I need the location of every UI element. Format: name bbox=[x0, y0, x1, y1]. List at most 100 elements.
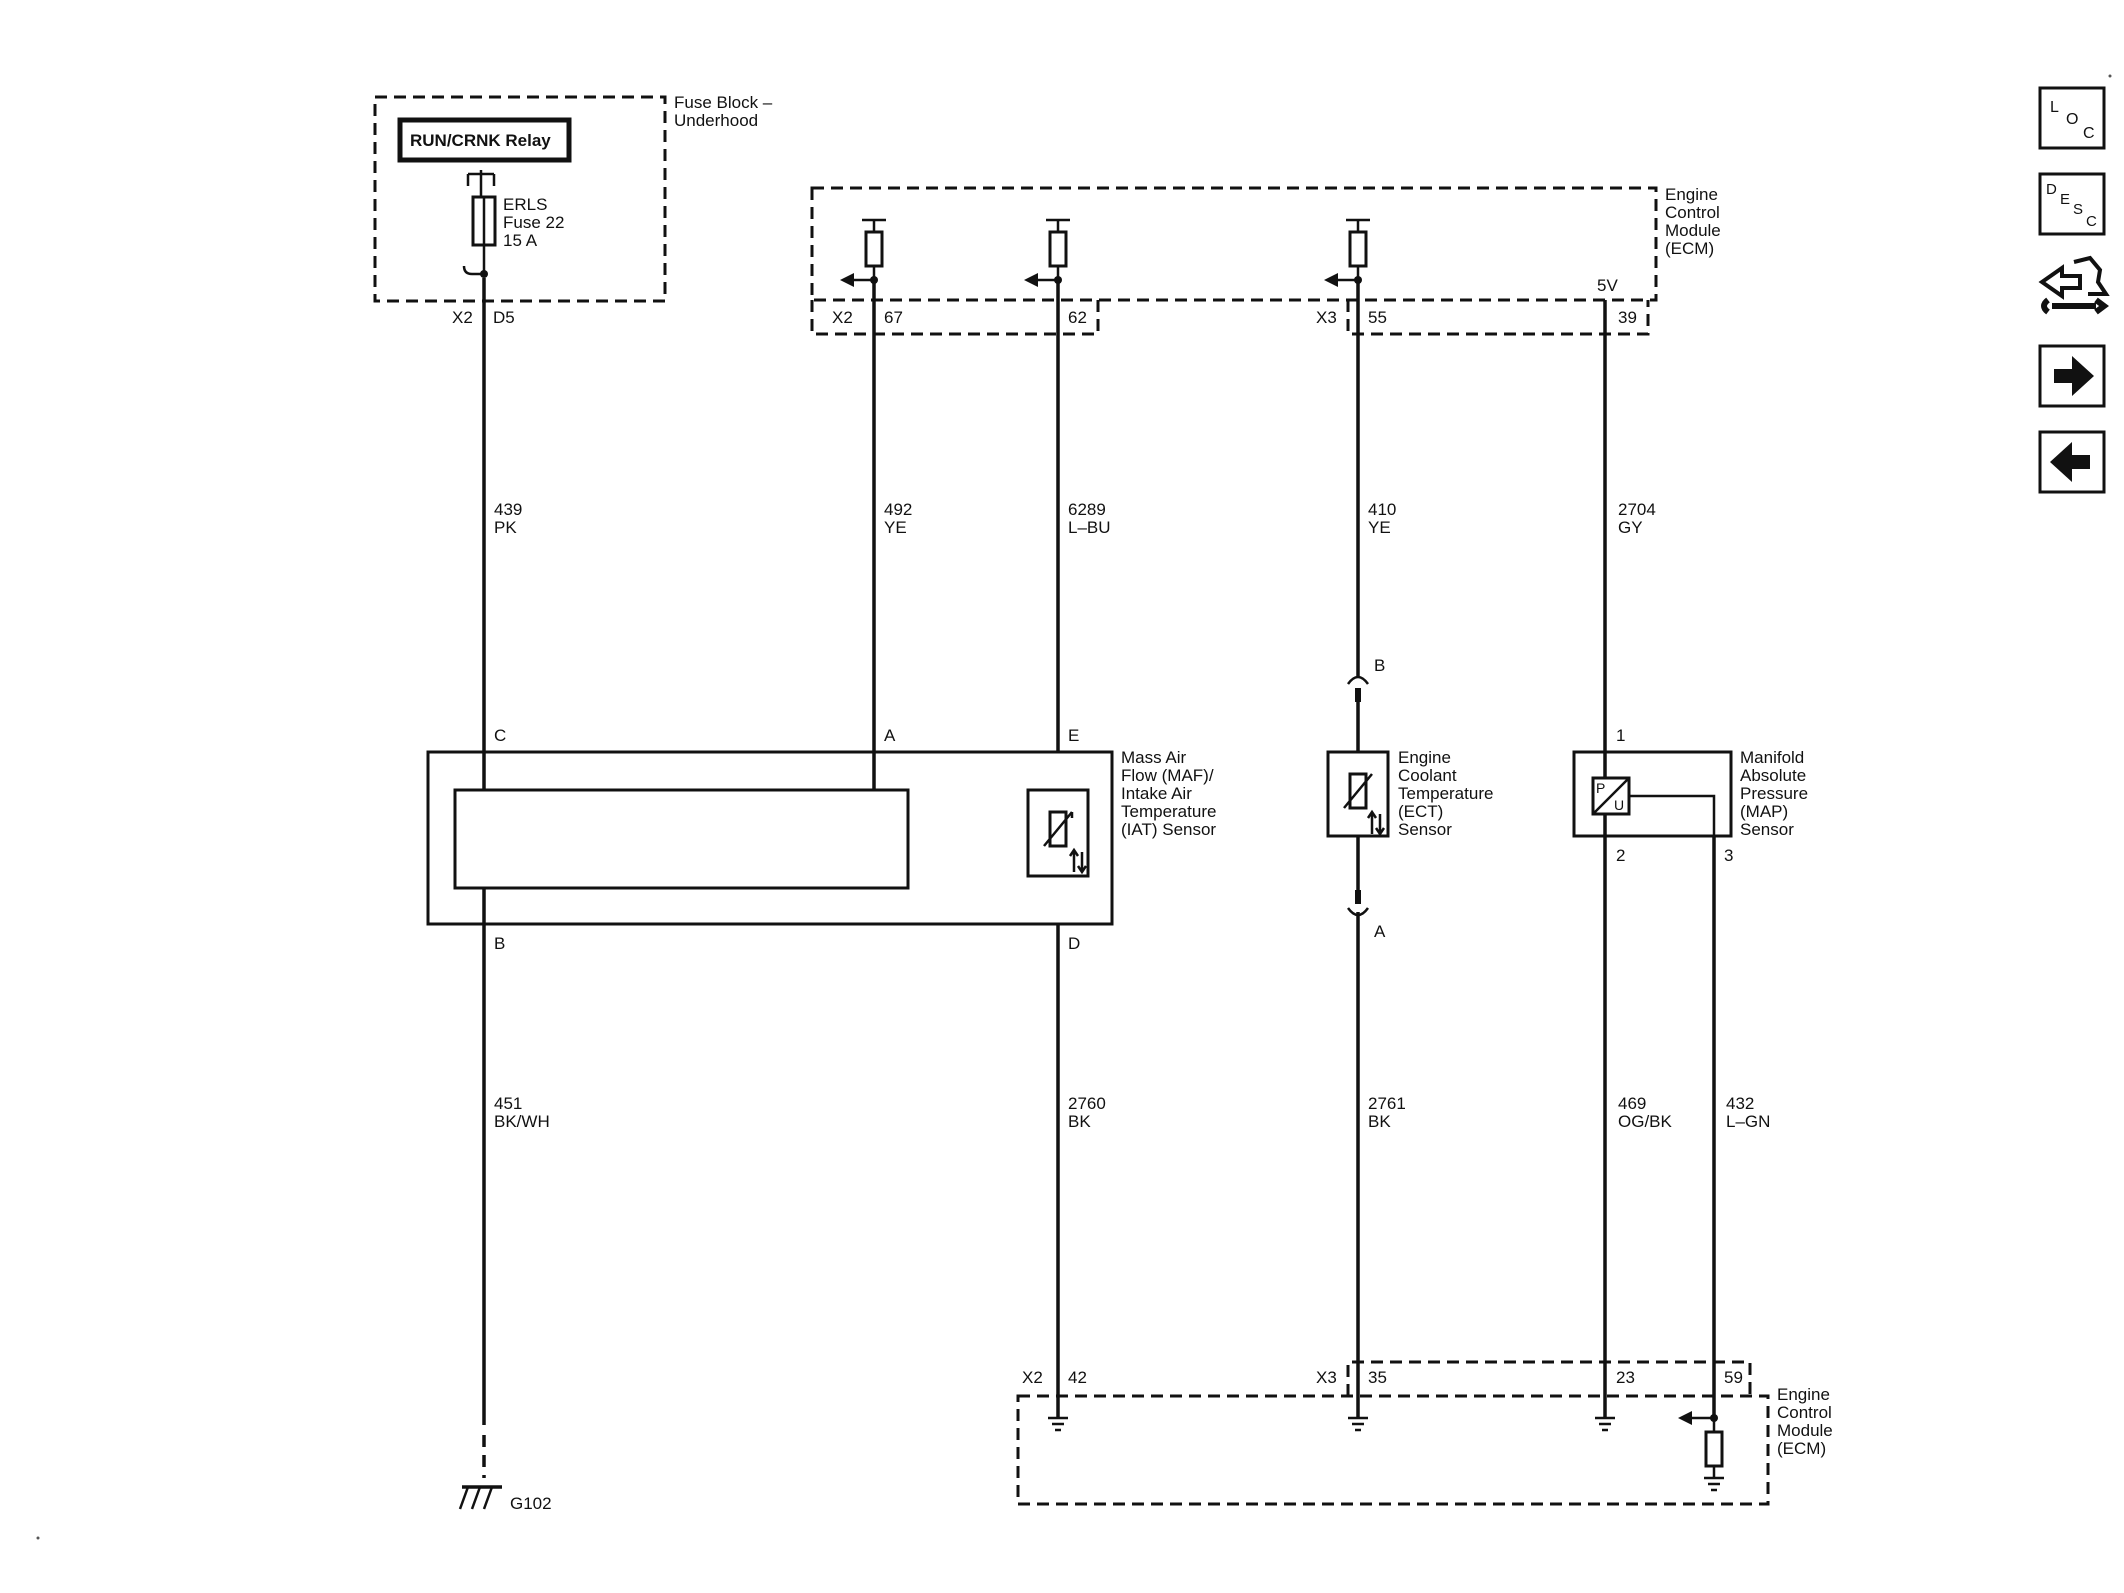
ecm-top-label-4: (ECM) bbox=[1665, 239, 1714, 258]
maf-pin-b: B bbox=[494, 934, 505, 953]
svg-text:C: C bbox=[2086, 213, 2097, 230]
fuse-block: Fuse Block – Underhood RUN/CRNK Relay ER… bbox=[373, 93, 773, 327]
ground-g102: G102 bbox=[458, 1485, 552, 1513]
arrow-left-icon bbox=[2050, 442, 2090, 482]
wire-439-circuit: 439 bbox=[494, 500, 522, 519]
maf-label-5: (IAT) Sensor bbox=[1121, 820, 1216, 839]
arrow-right-icon bbox=[2054, 356, 2094, 396]
connector-wrench-icon bbox=[2038, 255, 2110, 315]
wire-432-circuit: 432 bbox=[1726, 1094, 1754, 1113]
fuse-block-title-2: Underhood bbox=[674, 111, 758, 130]
ecm-pin-39: 39 bbox=[1618, 308, 1637, 327]
maf-label-2: Flow (MAF)/ bbox=[1121, 766, 1214, 785]
wire-432-color: L–GN bbox=[1726, 1112, 1770, 1131]
svg-text:L: L bbox=[2050, 99, 2059, 116]
ground-42-icon bbox=[1048, 1416, 1068, 1432]
relay-contact-icon bbox=[466, 170, 496, 196]
ect-pin-b: B bbox=[1374, 656, 1385, 675]
maf-pin-a: A bbox=[884, 726, 896, 745]
pullup-resistor-67 bbox=[840, 218, 886, 287]
next-button[interactable] bbox=[2038, 344, 2106, 408]
maf-pin-d: D bbox=[1068, 934, 1080, 953]
svg-text:C: C bbox=[2083, 125, 2095, 142]
ecm-top-label-3: Module bbox=[1665, 221, 1721, 240]
run-crnk-relay-label: RUN/CRNK Relay bbox=[410, 131, 551, 150]
desc-button[interactable]: D E S C bbox=[2038, 172, 2106, 236]
map-label-3: Pressure bbox=[1740, 784, 1808, 803]
map-label-2: Absolute bbox=[1740, 766, 1806, 785]
pullup-resistor-62 bbox=[1024, 218, 1070, 287]
wire-469-color: OG/BK bbox=[1618, 1112, 1673, 1131]
wires: 439 PK 492 YE 6289 L–BU 410 YE 2704 GY 4… bbox=[482, 278, 1770, 1478]
wire-2760-color: BK bbox=[1068, 1112, 1091, 1131]
loc-button[interactable]: L O C bbox=[2038, 86, 2106, 150]
ect-connector-a-icon bbox=[1346, 907, 1370, 917]
wire-410-circuit: 410 bbox=[1368, 500, 1396, 519]
wire-410-color: YE bbox=[1368, 518, 1391, 537]
wire-2760-circuit: 2760 bbox=[1068, 1094, 1106, 1113]
ecm-bottom-label-3: Module bbox=[1777, 1421, 1833, 1440]
svg-text:S: S bbox=[2073, 201, 2083, 218]
fuse-block-title: Fuse Block – bbox=[674, 93, 773, 112]
maf-pin-c: C bbox=[494, 726, 506, 745]
map-pin-2: 2 bbox=[1616, 846, 1625, 865]
map-pin-1: 1 bbox=[1616, 726, 1625, 745]
ecm-pin-23: 23 bbox=[1616, 1368, 1635, 1387]
maf-iat-sensor: C A E B D Mass Air Flow (MAF)/ Intake Ai… bbox=[426, 726, 1216, 953]
connector-hook-icon bbox=[462, 246, 486, 276]
wire-439-color: PK bbox=[494, 518, 517, 537]
ground-g102-label: G102 bbox=[510, 1494, 552, 1513]
wire-6289-circuit: 6289 bbox=[1068, 500, 1106, 519]
nav-buttons: L O C D E S C bbox=[2038, 86, 2110, 494]
wire-492-circuit: 492 bbox=[884, 500, 912, 519]
map-symbol-p: P bbox=[1596, 780, 1605, 796]
map-pin-3: 3 bbox=[1724, 846, 1733, 865]
ecm-top: Engine Control Module (ECM) 5V bbox=[810, 185, 1721, 336]
ecm-pin-55: 55 bbox=[1368, 308, 1387, 327]
ecm-5v-label: 5V bbox=[1597, 276, 1618, 295]
ecm-top-label-2: Control bbox=[1665, 203, 1720, 222]
map-label-1: Manifold bbox=[1740, 748, 1804, 767]
ground-35-icon bbox=[1348, 1416, 1368, 1432]
map-sensor: P U 1 2 3 Manifold Absolute Pressure (MA… bbox=[1572, 726, 1808, 865]
wire-2761-circuit: 2761 bbox=[1368, 1094, 1406, 1113]
map-label-5: Sensor bbox=[1740, 820, 1794, 839]
fuse-number: Fuse 22 bbox=[503, 213, 564, 232]
ect-label-2: Coolant bbox=[1398, 766, 1457, 785]
svg-text:E: E bbox=[2060, 191, 2070, 208]
ecm-top-connector-x2: X2 bbox=[832, 308, 853, 327]
ect-label-4: (ECT) bbox=[1398, 802, 1443, 821]
maf-pin-e: E bbox=[1068, 726, 1079, 745]
ecm-bottom: Engine Control Module (ECM) X2 42 X3 35 … bbox=[1016, 1360, 1833, 1506]
map-label-4: (MAP) bbox=[1740, 802, 1788, 821]
fuse-rating: 15 A bbox=[503, 231, 538, 250]
ecm-bottom-connector-x2: X2 bbox=[1022, 1368, 1043, 1387]
wire-2704-color: GY bbox=[1618, 518, 1643, 537]
connector-button[interactable] bbox=[2038, 255, 2110, 315]
fuse-name: ERLS bbox=[503, 195, 547, 214]
pullup-resistor-55 bbox=[1324, 218, 1370, 287]
ect-label-3: Temperature bbox=[1398, 784, 1493, 803]
ect-connector-b-icon bbox=[1346, 675, 1370, 685]
desc-icon: D E S C bbox=[2046, 181, 2097, 230]
maf-label-1: Mass Air bbox=[1121, 748, 1187, 767]
fuse-pin: D5 bbox=[493, 308, 515, 327]
maf-label-3: Intake Air bbox=[1121, 784, 1192, 803]
wire-6289-color: L–BU bbox=[1068, 518, 1111, 537]
ect-pin-a: A bbox=[1374, 922, 1386, 941]
wire-492-color: YE bbox=[884, 518, 907, 537]
previous-button[interactable] bbox=[2038, 430, 2106, 494]
wire-451-circuit: 451 bbox=[494, 1094, 522, 1113]
wire-2761-color: BK bbox=[1368, 1112, 1391, 1131]
ect-label-5: Sensor bbox=[1398, 820, 1452, 839]
maf-label-4: Temperature bbox=[1121, 802, 1216, 821]
map-symbol-u: U bbox=[1614, 797, 1624, 813]
ect-label-1: Engine bbox=[1398, 748, 1451, 767]
ecm-bottom-label-2: Control bbox=[1777, 1403, 1832, 1422]
ecm-bottom-connector-x3: X3 bbox=[1316, 1368, 1337, 1387]
ecm-pin-42: 42 bbox=[1068, 1368, 1087, 1387]
ect-sensor: B A Engine Coolant Temperature (ECT) Sen… bbox=[1326, 656, 1493, 941]
wire-451-color: BK/WH bbox=[494, 1112, 550, 1131]
wire-469-circuit: 469 bbox=[1618, 1094, 1646, 1113]
